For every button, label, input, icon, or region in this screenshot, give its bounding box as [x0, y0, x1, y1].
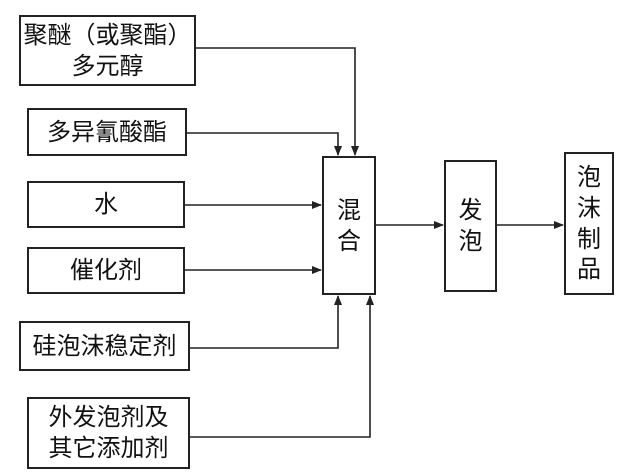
input-box-water: 水 — [27, 181, 185, 228]
arrow-stabilizer-to-mix — [190, 295, 342, 349]
catalyst-label: 催化剂 — [70, 256, 142, 285]
polyol-label-line1: 聚醚（或聚酯） — [23, 20, 192, 49]
water-label: 水 — [94, 190, 118, 219]
product-char-3: 制 — [577, 224, 601, 253]
mix-box: 混 合 — [322, 156, 376, 295]
input-box-catalyst: 催化剂 — [27, 247, 185, 294]
input-box-isocyanate: 多异氰酸酯 — [27, 108, 187, 156]
mix-char-2: 合 — [337, 226, 361, 255]
arrow-isocyanate-to-mix — [187, 132, 342, 156]
input-box-polyol: 聚醚（或聚酯） 多元醇 — [19, 15, 196, 86]
product-char-2: 沫 — [577, 193, 601, 222]
mix-char-1: 混 — [337, 195, 361, 224]
foam-char-1: 发 — [458, 196, 483, 225]
foam-box: 发 泡 — [444, 160, 497, 292]
product-char-1: 泡 — [577, 163, 601, 192]
stabilizer-label: 硅泡沫稳定剂 — [32, 331, 177, 360]
polyol-label-line2: 多元醇 — [71, 51, 144, 80]
arrow-additives-to-mix — [190, 295, 374, 438]
product-box: 泡 沫 制 品 — [564, 152, 614, 295]
additives-label-line2: 其它添加剂 — [48, 434, 169, 462]
isocyanate-label: 多异氰酸酯 — [47, 117, 167, 146]
input-box-stabilizer: 硅泡沫稳定剂 — [19, 321, 190, 371]
additives-label-line1: 外发泡剂及 — [48, 403, 169, 432]
arrow-polyol-to-mix — [196, 47, 359, 156]
foam-char-2: 泡 — [458, 227, 483, 255]
input-box-additives: 外发泡剂及 其它添加剂 — [27, 397, 190, 469]
product-char-4: 品 — [577, 255, 601, 284]
